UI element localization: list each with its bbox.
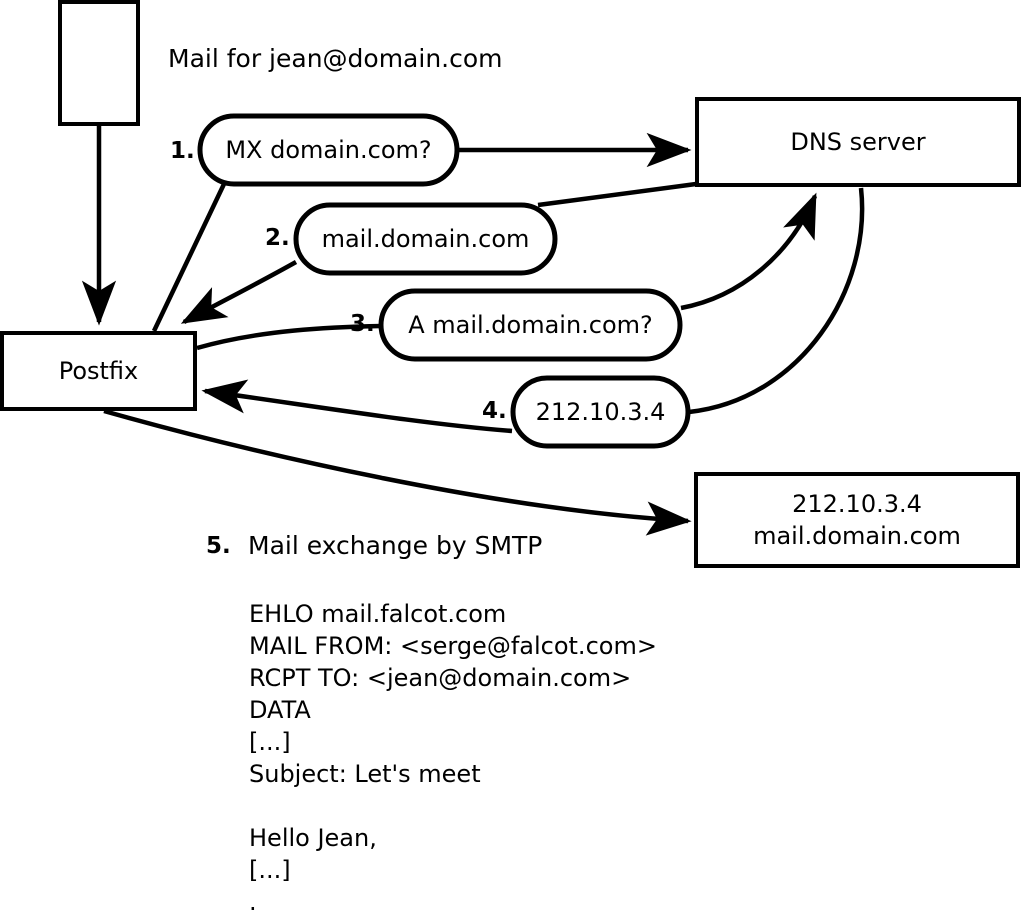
node-dns-server-box[interactable] (695, 97, 1021, 187)
page-title: Mail for jean@domain.com (168, 44, 503, 73)
node-sender-box[interactable] (58, 0, 140, 126)
edge-postfix-to-step1 (151, 183, 227, 332)
node-step-2-bubble[interactable] (293, 202, 558, 276)
node-mail-host-box[interactable] (694, 472, 1020, 568)
edge-dns-to-step2 (537, 181, 697, 208)
node-postfix-box[interactable] (0, 331, 197, 411)
step-4-number: 4. (482, 398, 507, 424)
edge-postfix-to-mailhost (103, 408, 692, 536)
edge-step3-to-dns (680, 192, 818, 311)
node-step-1-bubble[interactable] (197, 113, 460, 187)
edge-postfix-to-step3 (196, 323, 383, 351)
step-1-number: 1. (170, 138, 195, 164)
smtp-transcript: EHLO mail.falcot.com MAIL FROM: <serge@f… (249, 600, 657, 916)
edge-step2-to-postfix (180, 260, 298, 324)
edge-step4-to-postfix (201, 379, 513, 434)
node-step-3-bubble[interactable] (378, 288, 683, 362)
step-3-number: 3. (350, 311, 375, 337)
step-2-number: 2. (265, 225, 290, 251)
step-5-label: Mail exchange by SMTP (248, 531, 543, 560)
step-5-number: 5. (206, 533, 231, 559)
edge-dns-to-step4 (688, 187, 865, 415)
node-step-4-bubble[interactable] (510, 375, 691, 449)
